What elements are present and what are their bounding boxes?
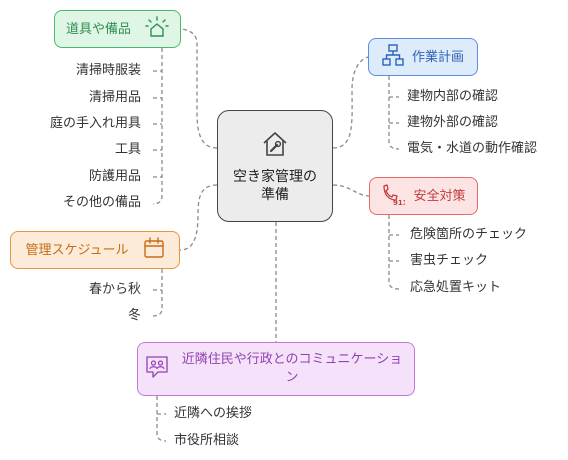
branch-plan-label: 作業計画 xyxy=(411,49,464,65)
tools-item-3: 庭の手入れ用具 xyxy=(49,116,141,131)
calendar-icon xyxy=(143,236,165,264)
safety-item-2: 害虫チェック xyxy=(410,253,489,268)
house-sparkle-icon xyxy=(145,15,169,43)
branch-safety: 911 安全対策 xyxy=(369,177,478,215)
flowchart-icon xyxy=(382,43,404,71)
branch-safety-label: 安全対策 xyxy=(413,188,466,204)
tools-item-4: 工具 xyxy=(114,142,141,157)
tools-item-6: その他の備品 xyxy=(62,195,141,210)
people-chat-icon xyxy=(145,355,169,384)
schedule-item-2: 冬 xyxy=(127,308,141,323)
branch-tools-label: 道具や備品 xyxy=(65,21,131,37)
branch-schedule: 管理スケジュール xyxy=(10,231,180,269)
branch-communication: 近隣住民や行政とのコミュニケーション xyxy=(137,342,415,396)
schedule-item-1: 春から秋 xyxy=(88,282,141,297)
plan-item-1: 建物内部の確認 xyxy=(407,89,499,104)
branch-tools: 道具や備品 xyxy=(54,10,181,48)
house-wrench-icon xyxy=(260,129,290,164)
center-label: 空き家管理の準備 xyxy=(233,168,317,203)
branch-schedule-label: 管理スケジュール xyxy=(25,242,129,258)
svg-text:911: 911 xyxy=(393,199,405,205)
center-node: 空き家管理の準備 xyxy=(217,110,333,222)
communication-item-2: 市役所相談 xyxy=(174,433,240,448)
plan-item-2: 建物外部の確認 xyxy=(407,115,499,130)
tools-item-1: 清掃時服装 xyxy=(75,63,141,78)
tools-item-5: 防護用品 xyxy=(88,169,141,184)
safety-item-1: 危険箇所のチェック xyxy=(410,227,528,242)
safety-item-3: 応急処置キット xyxy=(410,280,502,295)
plan-item-3: 電気・水道の動作確認 xyxy=(407,141,538,156)
communication-item-1: 近隣への挨拶 xyxy=(174,406,253,421)
branch-communication-label: 近隣住民や行政とのコミュニケーション xyxy=(181,352,403,385)
phone-911-icon: 911 xyxy=(381,183,408,210)
tools-item-2: 清掃用品 xyxy=(88,90,141,105)
branch-plan: 作業計画 xyxy=(368,38,478,76)
